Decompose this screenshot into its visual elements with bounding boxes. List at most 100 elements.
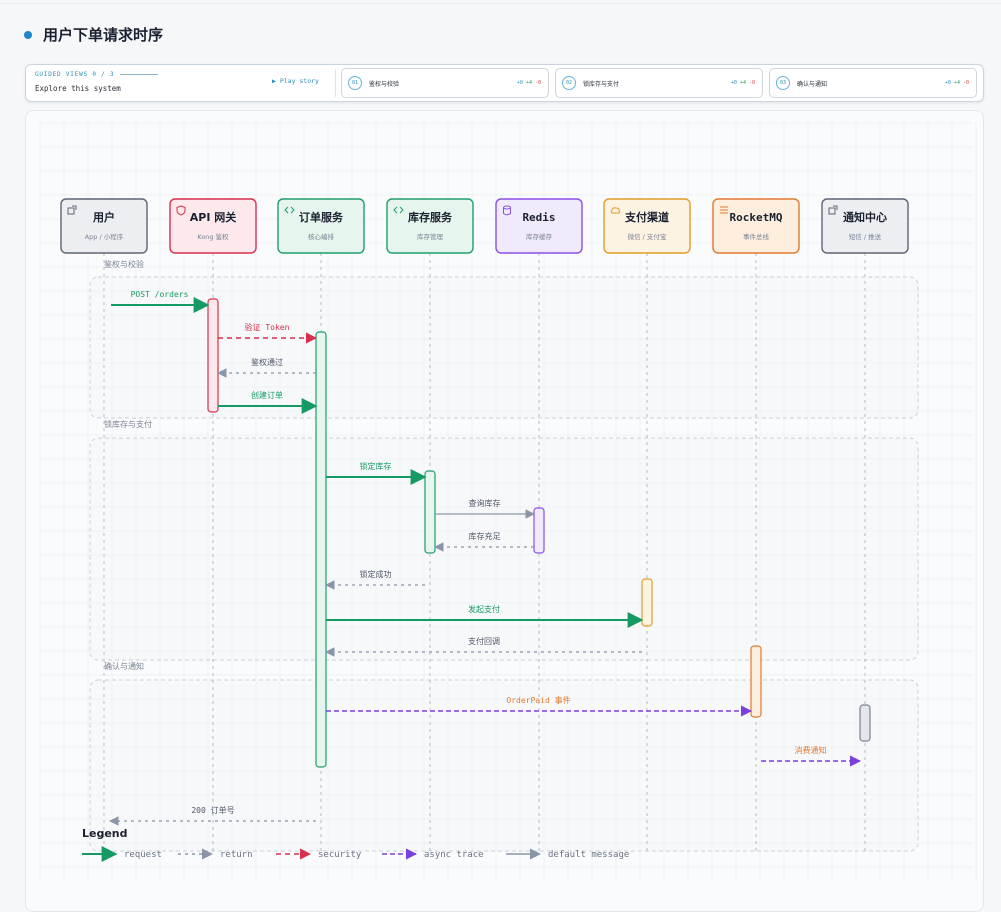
message-label: 库存充足 xyxy=(469,531,501,541)
activation-bar xyxy=(424,470,436,554)
participant-title: API 网关 xyxy=(190,210,237,224)
activation-bar xyxy=(641,578,653,627)
step-number-badge: 02 xyxy=(562,76,576,90)
message-label: 发起支付 xyxy=(468,604,500,614)
step-stat-b: +4 xyxy=(953,80,960,86)
step-stats: +0 +4 -0 xyxy=(517,80,541,86)
legend-label: request xyxy=(124,850,162,860)
message-label: 验证 Token xyxy=(245,322,290,332)
code-icon xyxy=(284,206,295,214)
guide-step-3[interactable]: 03 确认与通知 +0 +4 -0 xyxy=(769,68,977,98)
participant-subtitle: 核心编排 xyxy=(308,232,335,241)
message-label: 锁定库存 xyxy=(360,461,392,471)
message-label: 锁定成功 xyxy=(360,569,392,579)
code-shape xyxy=(284,206,295,214)
participant-box xyxy=(277,198,365,254)
guided-views-info: GUIDED VIEWS 0 / 3 Explore this system xyxy=(35,71,159,93)
activation-bar xyxy=(750,645,762,718)
step-label: 确认与通知 xyxy=(797,80,828,88)
message-label: 支付回调 xyxy=(468,636,500,646)
code-icon xyxy=(393,206,404,214)
participant-subtitle: 微信 / 支付宝 xyxy=(628,232,667,241)
participant-box xyxy=(60,198,148,254)
external-link-icon xyxy=(67,205,77,215)
participant-title: Redis xyxy=(522,211,555,224)
participant-title: RocketMQ xyxy=(730,211,783,224)
group-frame xyxy=(89,276,919,419)
guided-views-rule xyxy=(120,74,159,75)
guide-step-1[interactable]: 01 鉴权与校验 +0 +4 -0 xyxy=(341,68,549,98)
guide-divider xyxy=(335,69,336,97)
participant-title: 支付渠道 xyxy=(624,210,669,224)
legend-label: security xyxy=(318,850,362,860)
message-label: 创建订单 xyxy=(251,390,283,400)
participant-subtitle: App / 小程序 xyxy=(85,232,124,241)
guided-views-label: GUIDED VIEWS 0 / 3 xyxy=(35,71,159,78)
legend-title: Legend xyxy=(82,827,128,840)
message-label: 鉴权通过 xyxy=(251,357,283,367)
group-label: 确认与通知 xyxy=(104,661,144,671)
code-shape xyxy=(393,206,404,214)
guided-views-counter: GUIDED VIEWS 0 / 3 xyxy=(35,71,115,78)
message-label: POST /orders xyxy=(131,290,189,299)
page-title-text: 用户下单请求时序 xyxy=(43,26,164,44)
step-stat-c: -0 xyxy=(534,80,541,86)
cloud-icon xyxy=(610,207,621,214)
step-label: 锁库存与支付 xyxy=(583,80,620,88)
participant-box xyxy=(169,198,257,254)
group-frame xyxy=(89,437,919,661)
message-label: 消费通知 xyxy=(795,745,827,755)
activation-bar xyxy=(533,507,545,554)
db-body xyxy=(503,207,511,216)
play-story-button[interactable]: ▶ Play story xyxy=(272,77,319,85)
participant-title: 用户 xyxy=(93,210,115,224)
link-arrow xyxy=(833,205,838,210)
participant-subtitle: 短信 / 推送 xyxy=(849,232,882,241)
guide-step-2[interactable]: 02 锁库存与支付 +0 +4 -0 xyxy=(555,68,763,98)
step-stat-c: -0 xyxy=(962,80,969,86)
activation-bar xyxy=(315,331,327,768)
cloud-shape xyxy=(610,207,621,214)
guided-views-bar: GUIDED VIEWS 0 / 3 Explore this system ▶… xyxy=(25,64,984,102)
participant-box xyxy=(712,198,800,254)
step-stat-a: +0 xyxy=(730,80,737,86)
participant-box xyxy=(821,198,909,254)
page-title: 用户下单请求时序 xyxy=(24,24,163,45)
step-stats: +0 +4 -0 xyxy=(731,80,755,86)
top-divider xyxy=(0,3,1001,4)
title-bullet-icon xyxy=(24,30,32,39)
message-label: OrderPaid 事件 xyxy=(506,695,570,705)
step-number-badge: 03 xyxy=(776,76,790,90)
guided-views-subtitle: Explore this system xyxy=(35,84,121,93)
participant-subtitle: 事件总线 xyxy=(743,232,770,241)
group-frame xyxy=(89,679,919,852)
activation-bar xyxy=(207,298,219,413)
shield-shape xyxy=(176,205,186,216)
queue-icon xyxy=(720,206,728,214)
legend-label: async trace xyxy=(424,850,484,860)
step-stats: +0 +4 -0 xyxy=(945,80,969,86)
group-label: 锁库存与支付 xyxy=(104,419,152,429)
group-label: 鉴权与校验 xyxy=(104,259,144,269)
link-box xyxy=(828,207,836,215)
participant-box xyxy=(386,198,474,254)
participant-title: 库存服务 xyxy=(408,210,453,224)
message-label: 200 订单号 xyxy=(191,805,234,815)
step-stat-c: -0 xyxy=(748,80,755,86)
step-stat-b: +4 xyxy=(525,80,532,86)
legend-label: default message xyxy=(548,850,629,860)
external-link-icon xyxy=(828,205,838,215)
participant-title: 订单服务 xyxy=(299,210,344,224)
database-icon xyxy=(503,205,511,216)
participant-title: 通知中心 xyxy=(843,210,887,224)
link-box xyxy=(67,207,75,215)
